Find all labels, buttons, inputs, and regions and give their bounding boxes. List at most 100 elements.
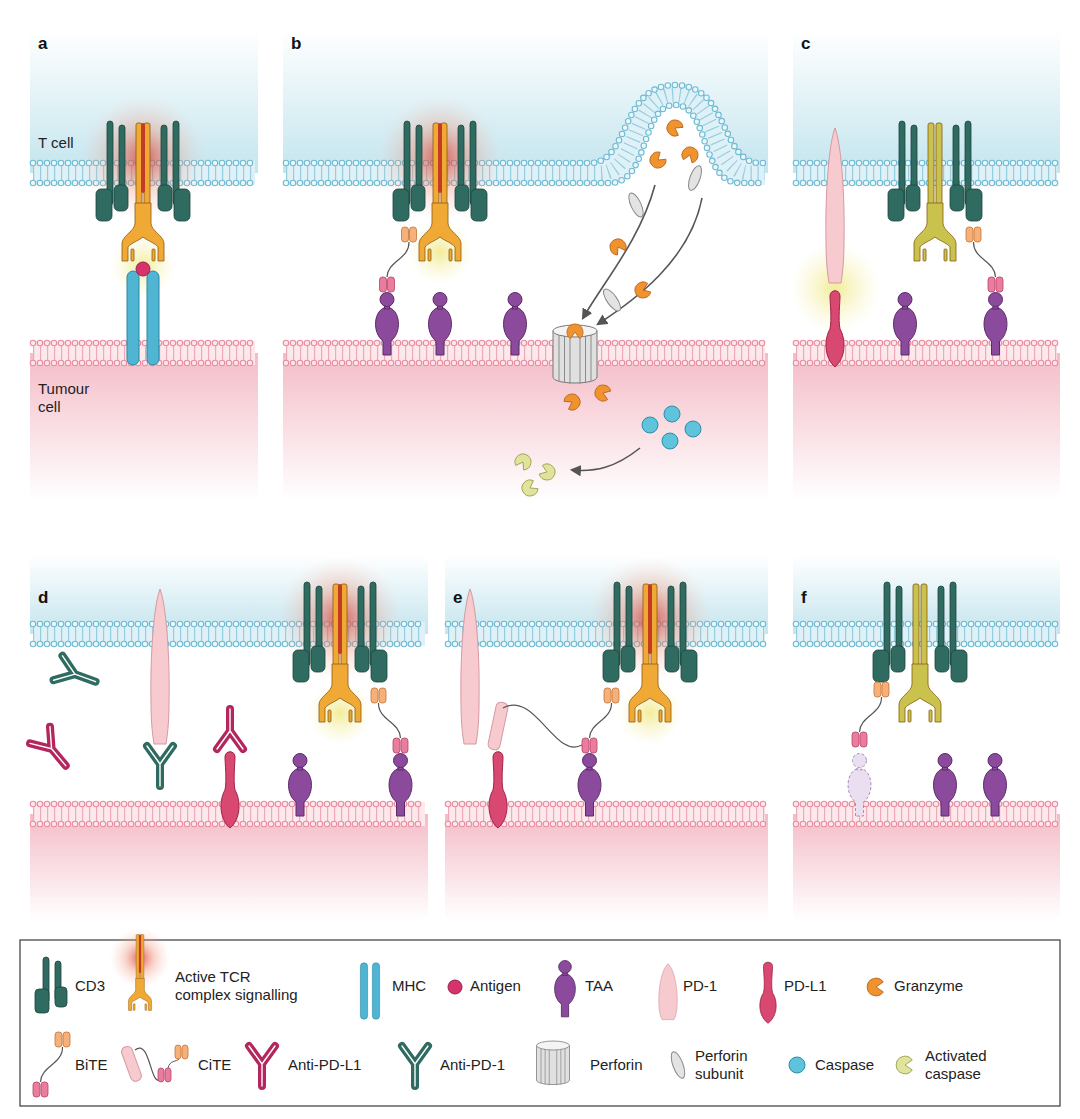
panel-letter: f [801, 588, 807, 608]
cite-linker [503, 705, 582, 747]
granzyme [664, 117, 685, 138]
tcr-signal-core [648, 584, 652, 654]
legend-label: Perforin subunit [695, 1047, 770, 1083]
cite-icon [120, 1045, 188, 1083]
bite [371, 688, 408, 753]
taa [578, 754, 601, 817]
granzyme [647, 150, 668, 172]
anti-pd-1-icon [402, 1046, 428, 1086]
anti-pd-1 [147, 746, 173, 786]
perforin-icon [537, 1041, 570, 1085]
tumour-ground [445, 814, 768, 920]
activated-caspase [538, 462, 557, 482]
perforin-subunit-icon [669, 1050, 688, 1080]
t-cell-membrane [286, 85, 765, 183]
bite [852, 682, 889, 747]
tumour-ground [793, 353, 1060, 500]
legend-label: Antigen [470, 977, 521, 995]
activated-caspase [519, 478, 540, 499]
legend-label: Activated caspase [925, 1047, 1017, 1083]
taa [429, 293, 452, 356]
anti-pd-1 [54, 656, 100, 694]
taa [504, 293, 527, 356]
caspase [642, 417, 658, 433]
taa [389, 754, 412, 817]
contact-glow [111, 234, 175, 298]
taa [984, 754, 1007, 817]
tumour-ground [30, 814, 428, 920]
panel-letter: a [38, 34, 47, 54]
panel-letter: b [291, 34, 301, 54]
antigen-icon [448, 980, 462, 994]
legend-label: CiTE [198, 1056, 231, 1074]
legend-label: Active TCR complex signalling [175, 968, 303, 1004]
pd-1 [151, 589, 169, 744]
perforin-subunit [626, 191, 646, 219]
tcr-icon [128, 935, 151, 1011]
flow-arrow [598, 198, 702, 324]
panel-c-art [826, 121, 1007, 367]
pd-1 [826, 128, 844, 283]
cite-pd-1-domain [487, 701, 509, 750]
granzyme [633, 280, 652, 300]
taa-icon [555, 961, 576, 1017]
panel-letter: e [453, 588, 462, 608]
anti-pd-l1 [30, 727, 76, 774]
caspase [662, 433, 678, 449]
pd-l1 [826, 291, 844, 367]
tcr-signal-core [438, 123, 442, 193]
legend-label: BiTE [75, 1056, 108, 1074]
pd-1 [461, 589, 479, 744]
taa [894, 293, 917, 356]
granzyme [562, 391, 583, 412]
activated-caspase [513, 451, 534, 472]
signal-glows [81, 96, 880, 745]
legend-label: Anti-PD-L1 [288, 1056, 361, 1074]
caspase [664, 406, 680, 422]
tcr-signal-core [338, 584, 342, 654]
bite [966, 227, 1003, 292]
panel-e-art [461, 582, 697, 828]
granzyme-icon [867, 978, 883, 996]
taa [376, 293, 399, 356]
pd-l1 [221, 752, 239, 828]
pd-1-icon [659, 964, 677, 1020]
perforin-subunit [686, 164, 704, 192]
mhc-icon [360, 963, 379, 1019]
granzyme [607, 236, 628, 257]
panel-f-art [848, 582, 1006, 816]
panel-d-art [30, 582, 412, 828]
legend-label: PD-1 [683, 977, 717, 995]
caspase [685, 421, 701, 437]
pd-l1 [489, 752, 507, 828]
tumour-ground [30, 353, 258, 500]
legend-label: Perforin [590, 1056, 643, 1074]
tumour-ground [283, 353, 768, 500]
granzyme [680, 145, 700, 164]
legend-box [20, 940, 1060, 1106]
tcr-complex-inactive [873, 582, 967, 722]
bite-icon [33, 1032, 70, 1097]
antigen [136, 262, 150, 276]
legend-label: Granzyme [894, 977, 963, 995]
flow-arrow [572, 448, 640, 470]
caspase-icon [789, 1057, 805, 1073]
flow-arrow [583, 185, 655, 318]
legend-label: CD3 [75, 977, 105, 995]
tcr-signal-core [139, 935, 141, 974]
taa [984, 293, 1007, 356]
panel-letter: d [38, 588, 48, 608]
tumour-membrane [286, 343, 765, 363]
tcr-signal-core [141, 123, 145, 193]
legend-label: Caspase [815, 1056, 874, 1074]
granzyme [593, 383, 612, 403]
cell-label: T cell [38, 134, 74, 152]
bite [380, 227, 417, 292]
t-cell-ground [283, 30, 768, 173]
legend-label: MHC [392, 977, 426, 995]
lost-taa [848, 754, 871, 817]
taa [289, 754, 312, 817]
anti-pd-l1 [217, 709, 243, 749]
